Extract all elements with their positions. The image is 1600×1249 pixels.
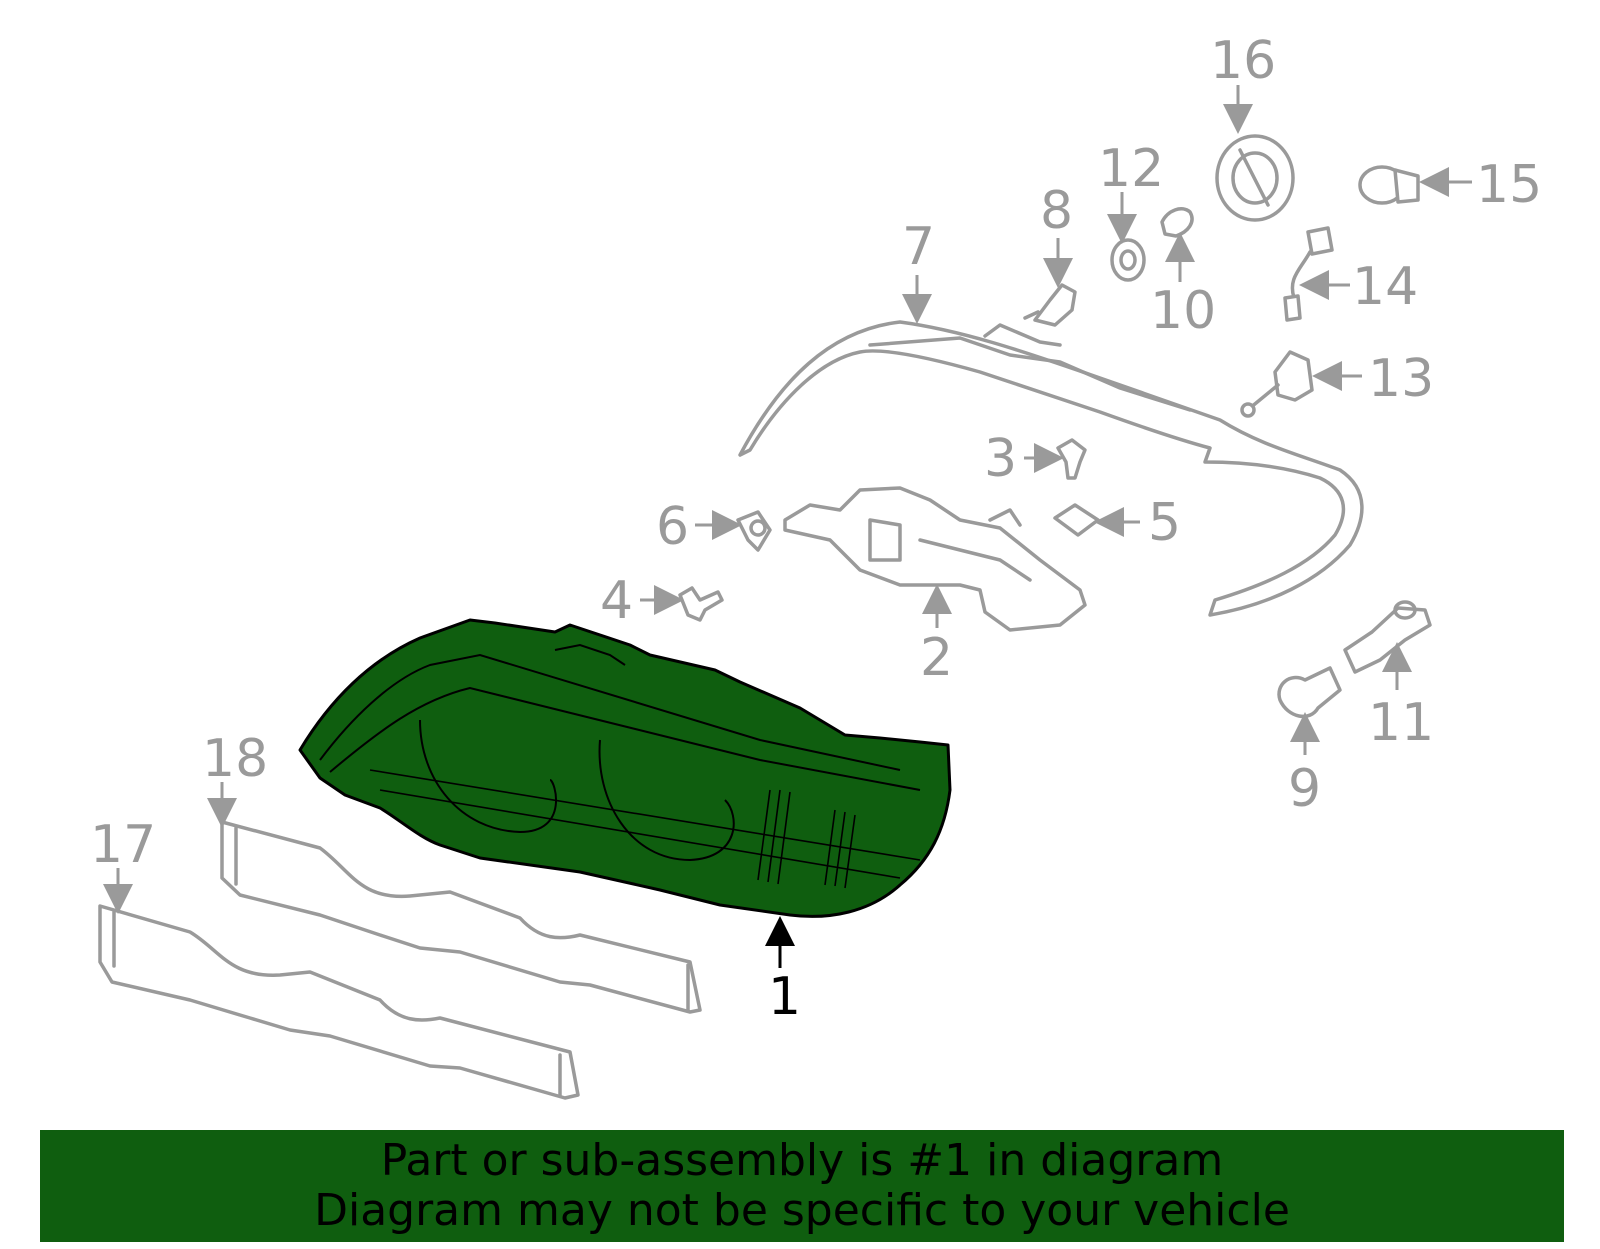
- part-17-trim-strip: [98, 904, 580, 1100]
- callout-6: 6: [656, 497, 689, 557]
- callout-3: 3: [984, 429, 1017, 489]
- callout-16: 16: [1210, 31, 1276, 91]
- part-1-headlight-assembly[interactable]: [298, 618, 952, 918]
- part-10-bulb: [1160, 207, 1194, 238]
- part-18-trim-strip: [220, 820, 702, 1014]
- part-8-bulb: [1023, 283, 1077, 327]
- callout-4: 4: [600, 571, 633, 631]
- callout-1: 1: [768, 967, 801, 1027]
- callout-14: 14: [1352, 257, 1418, 317]
- callout-18: 18: [202, 729, 268, 789]
- part-9-bulb: [1277, 666, 1342, 719]
- callout-9: 9: [1288, 759, 1321, 819]
- part-12-ring: [1110, 238, 1146, 282]
- callout-12: 12: [1098, 139, 1164, 199]
- part-2-bracket: [783, 486, 1087, 632]
- info-banner: Part or sub-assembly is #1 in diagram Di…: [40, 1130, 1564, 1242]
- callout-8: 8: [1040, 181, 1073, 241]
- callout-2: 2: [920, 628, 953, 688]
- banner-line-2: Diagram may not be specific to your vehi…: [314, 1185, 1290, 1236]
- part-16-socket: [1215, 134, 1295, 222]
- callout-11: 11: [1368, 693, 1434, 753]
- callout-7: 7: [902, 217, 935, 277]
- part-7-trim-bar: [738, 320, 1364, 617]
- callout-5: 5: [1148, 493, 1181, 553]
- parts-diagram: 1 2 3 4 5 6 7 8 9 10 11 12 13 14 15 16 1…: [90, 31, 1542, 1100]
- leader-arrows: [103, 85, 1472, 968]
- callout-17: 17: [90, 815, 156, 875]
- callout-labels: 1 2 3 4 5 6 7 8 9 10 11 12 13 14 15 16 1…: [90, 31, 1542, 1027]
- part-13-actuator: [1240, 350, 1314, 418]
- part-15-socket: [1358, 165, 1420, 205]
- part-14-harness: [1283, 226, 1334, 322]
- part-5-clip: [1053, 503, 1100, 537]
- callout-10: 10: [1150, 281, 1216, 341]
- part-6-grommet: [736, 510, 772, 552]
- callout-13: 13: [1368, 349, 1434, 409]
- callout-15: 15: [1476, 155, 1542, 215]
- part-4-bolt: [678, 586, 724, 622]
- part-11-socket: [1343, 600, 1432, 674]
- banner-line-1: Part or sub-assembly is #1 in diagram: [380, 1135, 1224, 1186]
- part-3-screw: [1056, 438, 1087, 480]
